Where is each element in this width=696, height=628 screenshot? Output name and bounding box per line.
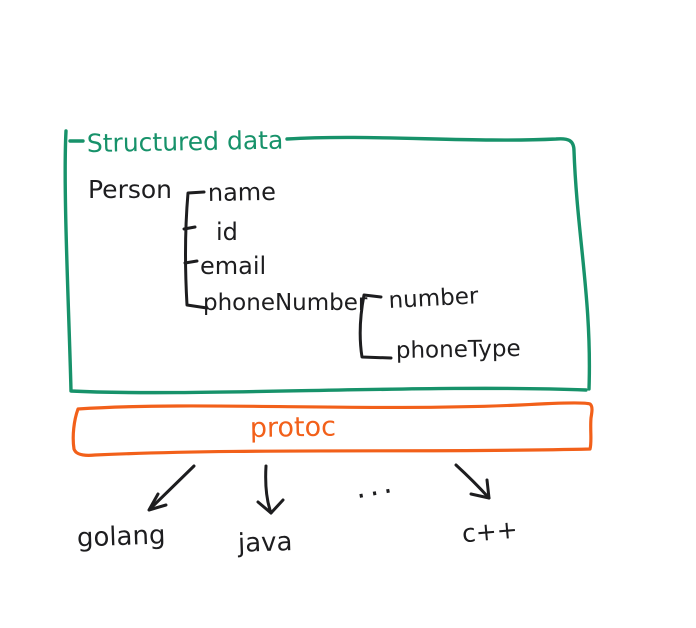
phone-bracket: [358, 293, 393, 360]
structured-box-left-bottom-edge: [63, 129, 588, 395]
field-name: name: [208, 178, 277, 207]
ellipsis: ...: [352, 465, 398, 507]
output-targets: golang java c++: [76, 515, 518, 559]
field-email-dash: [183, 259, 199, 265]
protoc-box: protoc: [71, 401, 594, 457]
arrow-to-golang-icon: [147, 464, 196, 512]
target-cpp: c++: [461, 515, 519, 549]
arrow-to-cpp-icon: [454, 463, 491, 500]
structured-data-box: Structured data: [63, 126, 592, 395]
field-phonenumber: phoneNumber: [203, 290, 368, 316]
field-email: email: [200, 252, 266, 280]
field-id-dash: [182, 225, 197, 231]
field-id: id: [216, 218, 238, 246]
output-arrows: ...: [147, 463, 491, 515]
person-label: Person: [88, 175, 172, 204]
protoc-box-outline: [71, 401, 594, 457]
person-bracket: [184, 190, 209, 310]
field-number: number: [388, 283, 480, 314]
arrow-to-java-icon: [256, 464, 285, 515]
target-java: java: [236, 527, 292, 559]
protoc-label: protoc: [250, 412, 337, 444]
structured-box-top-right-edge: [285, 135, 592, 391]
field-phonetype: phoneType: [396, 336, 521, 364]
target-golang: golang: [76, 520, 166, 553]
structured-data-title: Structured data: [87, 126, 284, 158]
person-tree: Person name id email phoneNumber number …: [88, 175, 521, 364]
